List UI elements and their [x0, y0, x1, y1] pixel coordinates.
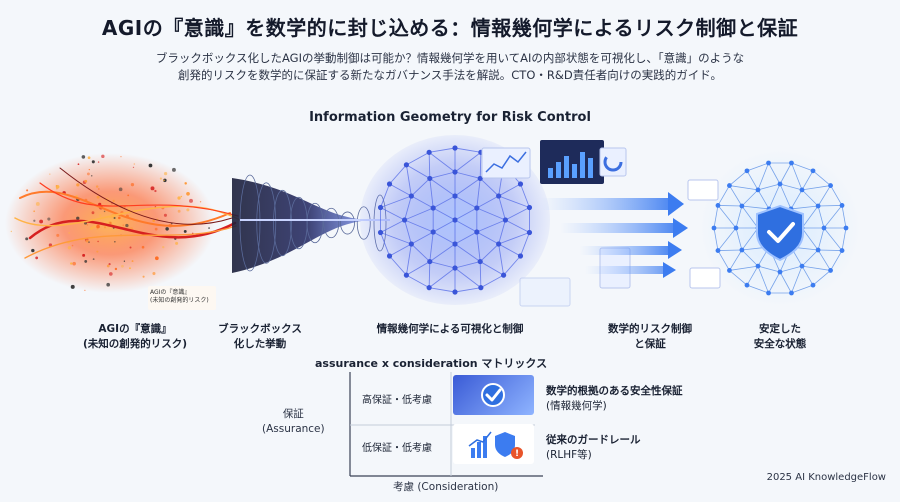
risk-control-arrows: [540, 192, 688, 278]
desc-low-assurance-sub: (RLHF等): [546, 449, 592, 461]
desc-high-assurance: 数学的根拠のある安全性保証 (情報幾何学): [546, 384, 683, 414]
desc-high-assurance-main: 数学的根拠のある安全性保証: [546, 385, 683, 397]
guardrail-warning-icon: !: [468, 431, 523, 459]
desc-high-assurance-sub: (情報幾何学): [546, 400, 607, 412]
x-axis-label: 考慮 (Consideration): [393, 481, 499, 493]
stage-label-black-box: ブラックボックス 化した挙動: [218, 323, 302, 350]
inset-label-line-2: (未知の創発的リスク): [150, 297, 209, 304]
chaos-cloud-illustration: [5, 153, 241, 293]
inset-label-line-1: AGIの『意識』: [150, 289, 191, 296]
low-assurance-cell: !: [453, 424, 534, 464]
cell-label-low-assurance: 低保証・低考慮: [362, 443, 432, 454]
check-badge-icon: [481, 383, 505, 407]
page-title: AGIの『意識』を数学的に封じ込める：情報幾何学によるリスク制御と保証: [101, 16, 799, 40]
stable-shield-network-illustration: [687, 150, 860, 306]
page-subtitle: ブラックボックス化したAGIの挙動制御は可能か？情報幾何学を用いてAIの内部状態…: [90, 50, 810, 84]
stage-label-agi-consciousness: AGIの『意識』 (未知の創発的リスク): [82, 323, 188, 350]
diagram-title: Information Geometry for Risk Control: [309, 110, 591, 125]
desc-low-assurance: 従来のガードレール (RLHF等): [546, 433, 641, 463]
matrix-title: assurance x consideration マトリックス: [315, 357, 548, 370]
subtitle-line-1: ブラックボックス化したAGIの挙動制御は可能か？情報幾何学を用いてAIの内部状態…: [155, 51, 745, 65]
high-assurance-cell: [453, 375, 534, 415]
copyright-footer: 2025 AI KnowledgeFlow: [766, 472, 886, 483]
svg-text:!: !: [515, 449, 519, 459]
chaos-inset-label: AGIの『意識』 (未知の創発的リスク): [150, 289, 209, 305]
y-axis-line-1: 保証: [282, 408, 304, 420]
y-axis-label: 保証 (Assurance): [262, 407, 325, 437]
cell-label-high-assurance: 高保証・低考慮: [362, 395, 432, 406]
stage-label-stable-state: 安定した 安全な状態: [753, 323, 807, 350]
desc-low-assurance-main: 従来のガードレール: [546, 434, 641, 446]
stage-label-risk-control: 数学的リスク制御 と保証: [608, 323, 692, 350]
y-axis-line-2: (Assurance): [262, 423, 325, 435]
risk-control-flow-illustration: [5, 135, 860, 310]
subtitle-line-2: 創発的リスクを数学的に保証する新たなガバナンス手法を解説。CTO・R&D責任者向…: [178, 68, 722, 82]
stage-label-visualization: 情報幾何学による可視化と制御: [376, 323, 524, 335]
